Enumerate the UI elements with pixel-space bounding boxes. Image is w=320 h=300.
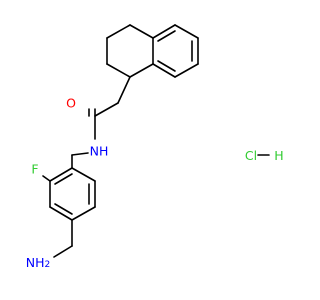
oxygen-label: O [66, 96, 76, 111]
amine-label: NH2 [26, 255, 50, 271]
fluorine-label: F [31, 162, 38, 177]
bond [71, 206, 96, 221]
bonds [42, 24, 270, 258]
amide-nitrogen-label: NH [90, 144, 109, 159]
bond [71, 167, 96, 182]
bond [152, 24, 176, 39]
bond [157, 30, 176, 42]
bond [54, 203, 73, 215]
bond [174, 63, 199, 78]
bond [94, 102, 119, 117]
bond [53, 245, 73, 258]
bond [152, 63, 176, 78]
bond [42, 175, 51, 182]
bond [117, 76, 131, 104]
bond [49, 206, 73, 221]
bond [174, 24, 199, 39]
bond [106, 24, 131, 39]
bond [106, 63, 131, 78]
bond [129, 24, 154, 39]
bond [157, 60, 176, 72]
bond [129, 63, 154, 78]
bond [49, 167, 73, 182]
bond [71, 152, 89, 156]
bond [54, 173, 73, 185]
